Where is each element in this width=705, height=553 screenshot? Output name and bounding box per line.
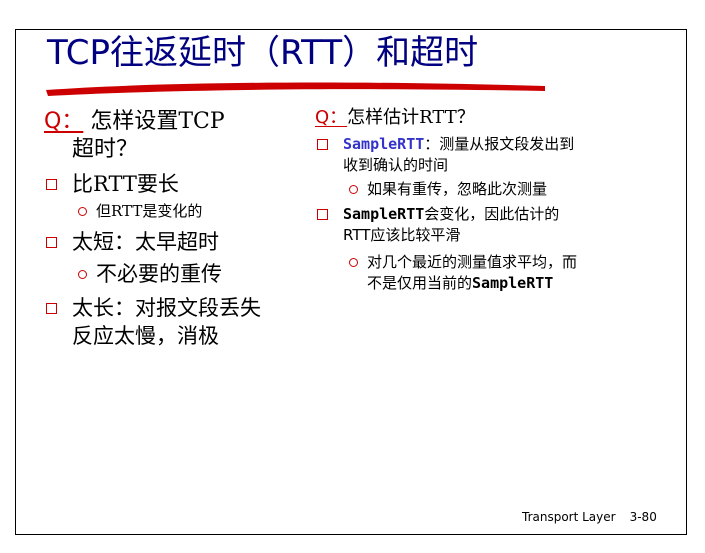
right-item-1: SampleRTT：测量从报文段发出到 收到确认的时间 [315, 134, 645, 176]
square-bullet-icon [46, 179, 57, 190]
circle-bullet-icon [78, 270, 87, 279]
left-item-1-sub-text: 但RTT是变化的 [96, 202, 203, 220]
right-item-1-cont: 收到确认的时间 [343, 156, 449, 174]
left-item-1: 比RTT要长 [44, 170, 289, 198]
slide-footer: Transport Layer 3-80 [522, 510, 657, 524]
left-q-label: Q： [44, 109, 84, 134]
right-item-2-sub: 对几个最近的测量值求平均，而 不是仅用当前的SampleRTT [315, 252, 645, 294]
left-column: Q： 怎样设置TCP 超时？ 比RTT要长 但RTT是变化的 太短：太早超时 不… [44, 108, 289, 350]
right-item-2-text: 会变化，因此估计的 [424, 205, 560, 223]
left-q-text-line1: 怎样设置TCP [83, 109, 225, 134]
circle-bullet-icon [349, 258, 358, 267]
right-item-2-code: SampleRTT [343, 205, 425, 223]
left-item-1-text: 比RTT要长 [72, 172, 179, 196]
right-item-2-sub-text-1: 对几个最近的测量值求平均，而 [367, 253, 578, 271]
left-item-3-cont: 反应太慢，消极 [72, 324, 219, 348]
right-item-2-sub-code: SampleRTT [472, 274, 554, 292]
left-item-3: 太长：对报文段丢失 反应太慢，消极 [44, 294, 289, 350]
slide-title: TCP往返延时（RTT）和超时 [47, 33, 478, 73]
left-item-2: 太短：太早超时 [44, 228, 289, 256]
left-item-2-sub-text: 不必要的重传 [96, 262, 222, 286]
square-bullet-icon [317, 139, 328, 150]
square-bullet-icon [317, 209, 328, 220]
right-question: Q：怎样估计RTT？ [315, 106, 645, 130]
right-item-1-code: SampleRTT [343, 135, 425, 153]
title-part-rtt: RTT [280, 33, 343, 73]
square-bullet-icon [46, 237, 57, 248]
title-part-cjk-2: ）和超时 [342, 33, 479, 73]
right-item-1-sub-text: 如果有重传，忽略此次测量 [367, 180, 548, 198]
circle-bullet-icon [78, 207, 87, 216]
footer-page-number: 3-80 [629, 510, 657, 524]
circle-bullet-icon [349, 185, 358, 194]
right-item-1-sub: 如果有重传，忽略此次测量 [315, 179, 645, 200]
footer-label: Transport Layer [522, 510, 616, 524]
title-underline-swash [46, 82, 545, 96]
left-item-1-sub: 但RTT是变化的 [44, 200, 289, 222]
right-item-2-cont: RTT应该比较平滑 [343, 226, 461, 244]
left-question: Q： 怎样设置TCP 超时？ [44, 108, 289, 164]
square-bullet-icon [46, 303, 57, 314]
right-column: Q：怎样估计RTT？ SampleRTT：测量从报文段发出到 收到确认的时间 如… [315, 106, 645, 294]
right-q-text: 怎样估计RTT？ [347, 107, 475, 128]
title-part-tcp: TCP [47, 33, 111, 73]
left-q-text-line2: 超时？ [72, 137, 139, 162]
title-part-cjk-1: 往返延时（ [110, 33, 281, 73]
left-item-2-text: 太短：太早超时 [72, 230, 219, 254]
left-item-2-sub: 不必要的重传 [44, 260, 289, 288]
right-item-2-sub-text-2: 不是仅用当前的 [367, 274, 473, 292]
right-q-label: Q： [315, 107, 348, 128]
slide-frame [15, 29, 687, 535]
left-item-3-text: 太长：对报文段丢失 [72, 296, 261, 320]
right-item-2: SampleRTT会变化，因此估计的 RTT应该比较平滑 [315, 204, 645, 246]
right-item-1-text: ：测量从报文段发出到 [424, 135, 575, 153]
